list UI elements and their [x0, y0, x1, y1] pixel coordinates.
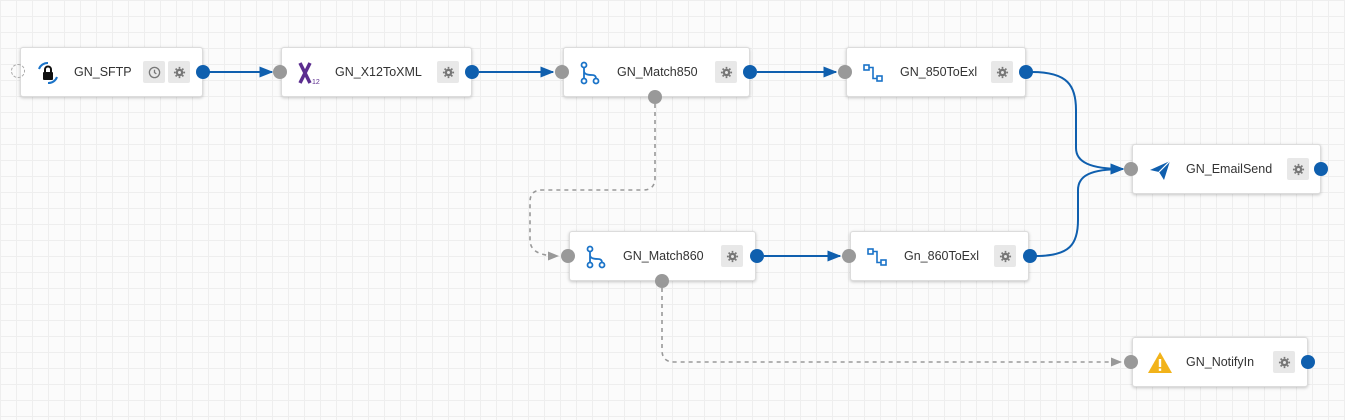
gear-icon	[442, 66, 454, 78]
node-label: GN_X12ToXML	[335, 65, 422, 79]
link-match850-to-match860[interactable]	[529, 104, 656, 261]
gear-icon	[1278, 356, 1290, 368]
settings-button[interactable]	[994, 245, 1016, 267]
input-port-notifyin[interactable]	[1124, 355, 1138, 369]
output-port-x12toxml[interactable]	[465, 65, 479, 79]
input-port-sftp[interactable]	[11, 64, 25, 78]
node-label: GN_Match850	[617, 65, 698, 79]
node-gn-x12toxml[interactable]: 12 GN_X12ToXML	[281, 47, 472, 97]
node-label: Gn_860ToExl	[904, 249, 980, 263]
output-port-emailsend[interactable]	[1314, 162, 1328, 176]
warning-icon	[1147, 350, 1173, 376]
settings-button[interactable]	[721, 245, 743, 267]
node-gn-sftp[interactable]: GN_SFTP	[20, 47, 203, 97]
output-port-sftp[interactable]	[196, 65, 210, 79]
x12-icon: 12	[296, 60, 322, 86]
output-port-860toexl[interactable]	[1023, 249, 1037, 263]
gear-icon	[1292, 163, 1304, 175]
flow-steps-icon	[865, 244, 891, 270]
node-gn-match850[interactable]: GN_Match850	[563, 47, 750, 97]
input-port-860toexl[interactable]	[842, 249, 856, 263]
node-label: GN_Match860	[623, 249, 704, 263]
sftp-lock-sync-icon	[35, 60, 61, 86]
gear-icon	[726, 250, 738, 262]
input-port-x12toxml[interactable]	[273, 65, 287, 79]
else-port-match860[interactable]	[655, 274, 669, 288]
output-port-match860[interactable]	[750, 249, 764, 263]
schedule-button[interactable]	[143, 61, 165, 83]
settings-button[interactable]	[991, 61, 1013, 83]
svg-text:12: 12	[312, 79, 320, 86]
node-gn-notifyin[interactable]: GN_NotifyIn	[1132, 337, 1308, 387]
clock-icon	[148, 66, 160, 78]
node-gn-860toexl[interactable]: Gn_860ToExl	[850, 231, 1029, 281]
output-port-850toexl[interactable]	[1019, 65, 1033, 79]
settings-button[interactable]	[715, 61, 737, 83]
node-label: GN_NotifyIn	[1186, 355, 1255, 369]
node-label: GN_EmailSend	[1186, 162, 1273, 176]
settings-button[interactable]	[1273, 351, 1295, 373]
input-port-match850[interactable]	[555, 65, 569, 79]
input-port-match860[interactable]	[561, 249, 575, 263]
link-850toexl-to-emailsend[interactable]	[1031, 71, 1125, 175]
gear-icon	[720, 66, 732, 78]
send-plane-icon	[1147, 157, 1173, 183]
output-port-match850[interactable]	[743, 65, 757, 79]
node-gn-850toexl[interactable]: GN_850ToExl	[846, 47, 1026, 97]
node-gn-match860[interactable]: GN_Match860	[569, 231, 756, 281]
gear-icon	[173, 66, 185, 78]
flow-steps-icon	[861, 60, 887, 86]
link-match860-to-notifyin[interactable]	[661, 288, 1123, 367]
link-860toexl-to-emailsend[interactable]	[1035, 163, 1125, 257]
settings-button[interactable]	[168, 61, 190, 83]
gear-icon	[999, 250, 1011, 262]
settings-button[interactable]	[1287, 158, 1309, 180]
gear-icon	[996, 66, 1008, 78]
settings-button[interactable]	[437, 61, 459, 83]
node-label: GN_850ToExl	[900, 65, 978, 79]
else-port-match850[interactable]	[648, 90, 662, 104]
node-label: GN_SFTP	[74, 65, 132, 79]
output-port-notifyin[interactable]	[1301, 355, 1315, 369]
branch-icon	[578, 60, 604, 86]
input-port-850toexl[interactable]	[838, 65, 852, 79]
branch-icon	[584, 244, 610, 270]
input-port-emailsend[interactable]	[1124, 162, 1138, 176]
node-gn-emailsend[interactable]: GN_EmailSend	[1132, 144, 1321, 194]
